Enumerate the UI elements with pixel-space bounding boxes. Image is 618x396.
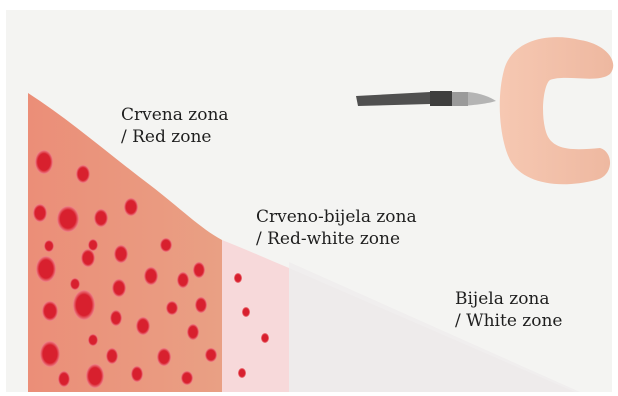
vessel-dot bbox=[234, 273, 242, 283]
vessel-dot bbox=[261, 333, 269, 343]
vessel-dot bbox=[40, 341, 60, 367]
white-zone-label-line2: / White zone bbox=[455, 310, 563, 332]
vessel-dot bbox=[73, 290, 95, 320]
white-zone-label-line1: Bijela zona bbox=[455, 288, 563, 310]
vessel-dot bbox=[144, 267, 158, 285]
vessel-dot bbox=[88, 239, 98, 251]
vessel-dot bbox=[88, 334, 98, 346]
vessel-dot bbox=[157, 348, 171, 366]
red-white-zone-label: Crveno-bijela zona / Red-white zone bbox=[256, 206, 417, 250]
vessel-dot bbox=[86, 364, 104, 388]
red-white-zone-label-line2: / Red-white zone bbox=[256, 228, 417, 250]
vessel-dot bbox=[106, 348, 118, 364]
vessel-dot bbox=[35, 150, 53, 174]
vessel-dot bbox=[70, 278, 80, 290]
vessel-dot bbox=[112, 279, 126, 297]
red-zone-label-line2: / Red zone bbox=[121, 126, 229, 148]
vessel-dot bbox=[114, 245, 128, 263]
vessel-dot bbox=[94, 209, 108, 227]
vessel-dot bbox=[193, 262, 205, 278]
vessel-dot bbox=[177, 272, 189, 288]
vessel-dot bbox=[166, 301, 178, 315]
vessel-dot bbox=[36, 256, 56, 282]
vessel-dot bbox=[42, 301, 58, 321]
vessel-dot bbox=[195, 297, 207, 313]
red-zone-label-line1: Crvena zona bbox=[121, 104, 229, 126]
vessel-dot bbox=[205, 348, 217, 362]
vessel-dot bbox=[242, 307, 250, 317]
vessel-dot bbox=[136, 317, 150, 335]
white-zone-label: Bijela zona / White zone bbox=[455, 288, 563, 332]
vessel-dot bbox=[33, 204, 47, 222]
vessel-dot bbox=[181, 371, 193, 385]
red-zone-label: Crvena zona / Red zone bbox=[121, 104, 229, 148]
vessel-dot bbox=[110, 310, 122, 326]
vessel-dot bbox=[160, 238, 172, 252]
vessel-dot bbox=[124, 198, 138, 216]
red-white-zone-label-line1: Crveno-bijela zona bbox=[256, 206, 417, 228]
vessel-dot bbox=[58, 371, 70, 387]
vessel-dot bbox=[131, 366, 143, 382]
vessel-dot bbox=[238, 368, 246, 378]
vessel-dot bbox=[44, 240, 54, 252]
vessel-dot bbox=[76, 165, 90, 183]
vessel-dot bbox=[81, 249, 95, 267]
vessel-dot bbox=[187, 324, 199, 340]
vessel-dot bbox=[57, 206, 79, 232]
